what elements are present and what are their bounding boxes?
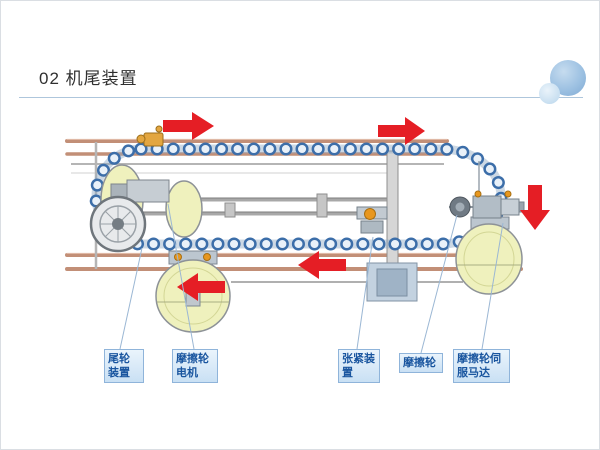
frame-post [386,150,399,270]
tail-motor-part [126,179,170,203]
roller-chain-loop [89,142,508,251]
flow-arrow-top-left-icon [163,112,214,140]
label-friction-wheel-motor: 摩擦轮电机 [172,349,218,383]
friction-wheel-assembly [449,161,525,219]
right-friction-drum [455,216,523,295]
title-divider [19,97,583,98]
label-friction-wheel: 摩擦轮 [399,353,443,373]
callout-lines [119,203,504,354]
flow-arrow-bottom-center-icon [298,251,346,279]
flow-arrow-right-down-icon [520,185,550,230]
tension-assembly [356,206,388,234]
label-friction-wheel-servo: 摩擦轮伺服马达 [453,349,510,383]
tail-wheel-assembly [89,164,203,253]
servo-motor-part [500,198,520,216]
flow-arrow-top-right-icon [378,117,425,145]
page-title: 02 机尾装置 [39,69,138,88]
label-tail-wheel-device: 尾轮装置 [104,349,144,383]
flow-arrows [163,112,550,301]
flow-arrow-bottom-left-icon [177,273,225,301]
chain-anchor-fitting [136,125,164,147]
label-tension-device: 张紧装置 [338,349,380,383]
tension-frame-box [366,262,418,302]
decorative-bubble-small-icon [539,83,560,104]
